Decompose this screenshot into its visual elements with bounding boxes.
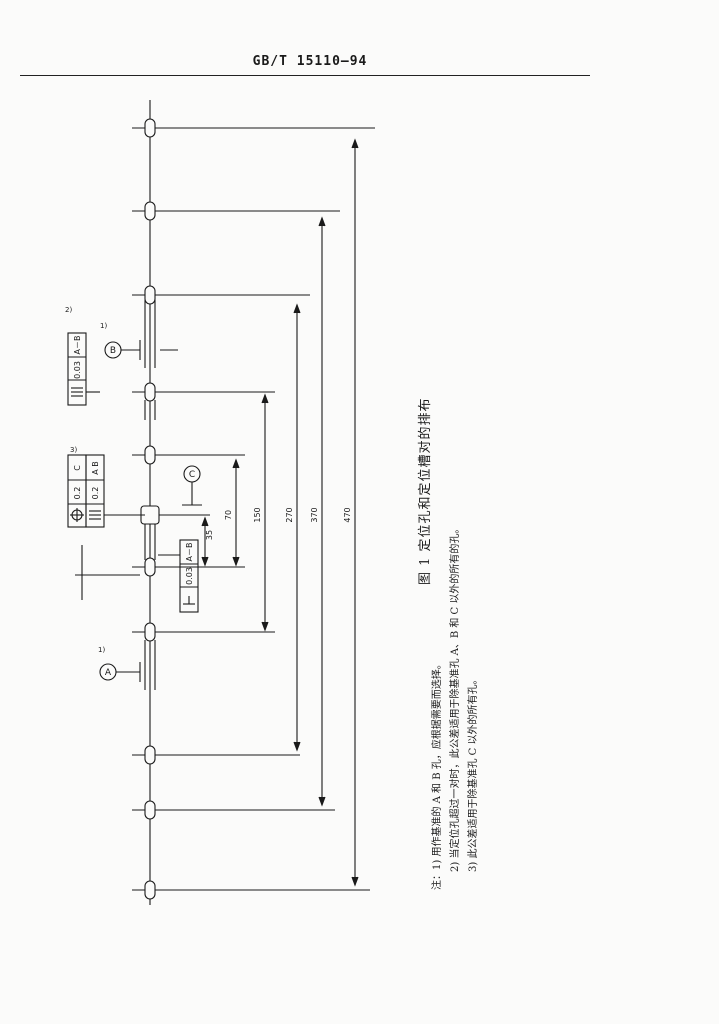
dim-line-370 (318, 216, 326, 807)
tol-perp-ref: A－B (185, 543, 194, 562)
note-1: 注：1) 用作基准的 A 和 B 孔，应根据需要而选择。 (432, 659, 443, 890)
hole-11 (132, 880, 370, 900)
note-ref-a: 1) (98, 646, 105, 654)
dim-470: 470 (343, 507, 352, 522)
tol-sym-value: 0.2 (91, 487, 100, 500)
note-ref-2: 2) (65, 306, 72, 314)
hole-8-slot (132, 622, 275, 690)
tolerance-frame-b (67, 332, 100, 406)
datum-c-letter: C (189, 470, 195, 480)
tol-perp-value: 0.03 (185, 567, 194, 585)
note-ref-b: 1) (100, 322, 107, 330)
dim-370: 370 (310, 507, 319, 522)
tolerance-frame-stack (67, 454, 145, 528)
dim-line-150 (261, 393, 269, 632)
dim-70: 70 (224, 510, 233, 520)
hole-10 (132, 800, 335, 820)
tol-pos-ref: C (73, 465, 82, 471)
tol-b-ref: A－B (73, 336, 82, 355)
note-2: 2) 当定位孔超过一对时，此公差适用于除基准孔 A、B 和 C 以外的所有的孔。 (450, 523, 461, 872)
dim-150: 150 (253, 507, 262, 522)
dim-line-35 (201, 516, 209, 567)
datum-b-letter: B (110, 346, 116, 356)
dim-270: 270 (285, 507, 294, 522)
dim-35: 35 (205, 530, 214, 540)
note-3: 3) 此公差适用于除基准孔 C 以外的所有孔。 (468, 674, 479, 872)
tolerance-frame-perp (158, 539, 199, 613)
hole-9 (132, 745, 300, 765)
tol-sym-ref: A B (91, 461, 100, 475)
hole-4 (132, 382, 275, 420)
tol-b-value: 0.03 (73, 361, 82, 379)
dim-line-70 (232, 458, 240, 567)
hole-3-slot (132, 285, 310, 368)
hole-1 (132, 118, 375, 138)
figure-caption: 图 1 定位孔和定位槽对的排布 (418, 397, 433, 585)
dim-line-470 (351, 138, 359, 887)
note-ref-3: 3) (70, 446, 77, 454)
tol-pos-value: 0.2 (73, 487, 82, 500)
page-header: GB/T 15110—94 (0, 0, 719, 80)
hole-7 (132, 557, 245, 577)
datum-a-letter: A (105, 668, 112, 678)
datum-b-symbol (104, 340, 178, 360)
header-rule (20, 75, 590, 76)
hole-2 (132, 201, 340, 221)
hole-5 (132, 445, 245, 465)
dim-line-270 (293, 303, 301, 752)
standard-number: GB/T 15110—94 (252, 54, 368, 69)
datum-c-symbol (182, 465, 202, 506)
datum-a-symbol (99, 662, 141, 682)
